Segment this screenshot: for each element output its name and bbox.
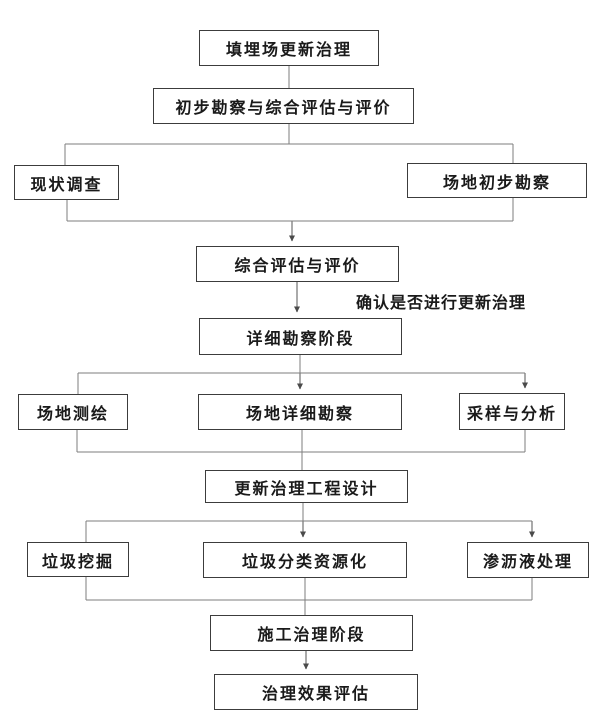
node-waste-sorting: 垃圾分类资源化 xyxy=(203,542,407,578)
node-site-mapping: 场地测绘 xyxy=(18,394,128,430)
node-site-detailed: 场地详细勘察 xyxy=(198,394,402,430)
node-preliminary-survey: 初步勘察与综合评估与评价 xyxy=(153,88,414,124)
node-waste-excavation: 垃圾挖掘 xyxy=(27,542,129,577)
node-landfill-renewal: 填埋场更新治理 xyxy=(199,30,379,66)
node-sampling-analysis: 采样与分析 xyxy=(459,393,565,430)
node-effect-evaluation: 治理效果评估 xyxy=(214,674,418,710)
confirm-note: 确认是否进行更新治理 xyxy=(356,295,527,312)
node-leachate-treatment: 渗沥液处理 xyxy=(467,542,589,578)
node-construction-stage: 施工治理阶段 xyxy=(210,615,413,651)
node-detailed-stage: 详细勘察阶段 xyxy=(199,318,402,355)
node-status-survey: 现状调查 xyxy=(14,165,119,200)
node-comprehensive-eval: 综合评估与评价 xyxy=(196,246,399,282)
node-engineering-design: 更新治理工程设计 xyxy=(205,470,408,503)
node-site-preliminary: 场地初步勘察 xyxy=(407,163,587,198)
